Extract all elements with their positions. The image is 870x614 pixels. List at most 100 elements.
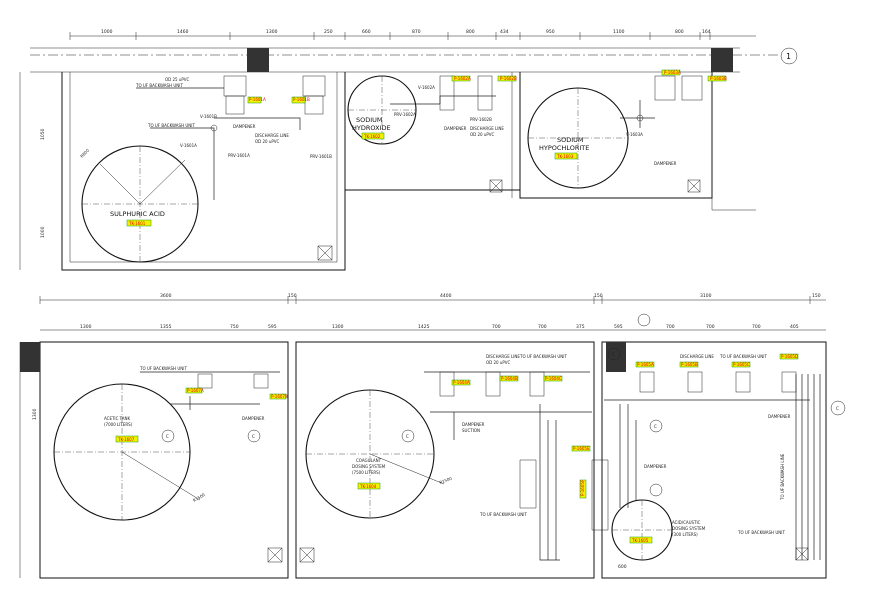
tank-name-line2: (7000 LITERS)	[104, 422, 133, 427]
bottom-piping: TO UF BACKWASH UNIT DISCHARGE LINE OD 20…	[139, 354, 821, 561]
top-piping: TO UF BACKWASH UNIT OD 25 uPVC TO UF BAC…	[135, 77, 677, 200]
dim-c: 4400	[440, 293, 452, 299]
tank-sodium-hypochlorite: SODIUM HYPOCHLORITE TK-1603	[527, 87, 629, 189]
line-label: TO UF BACKWASH LINE	[780, 453, 785, 501]
tank-name-line3: (300 LITERS)	[672, 532, 698, 537]
top-pumps: P-1601A P-1601B P-1602A P-1602B P-1603A …	[223, 69, 727, 115]
section-markers: C C C C C C	[161, 313, 846, 497]
section-mark: C	[836, 406, 839, 411]
line-label: SUCTION	[462, 428, 480, 433]
dim-11: 800	[675, 29, 684, 35]
prv-label: PRV-1601B	[310, 154, 332, 159]
dim-d: 150	[594, 293, 603, 299]
tank-radius: R1500	[439, 476, 453, 485]
line-label: DISCHARGE LINE	[486, 354, 520, 359]
dim-10: 1100	[613, 29, 625, 35]
tank-name-line1: ACID/CAUSTIC	[672, 520, 701, 525]
line-label: DISCHARGE LINE	[255, 133, 289, 138]
line-label: OD 20 uPVC	[486, 360, 511, 365]
line-label: TO UF BACKWASH UNIT	[479, 512, 527, 517]
side-dim-1: 1050	[40, 128, 46, 140]
dim-9: 950	[546, 29, 555, 35]
side-dim-2: 1000	[40, 226, 46, 238]
subdim: 1300	[80, 324, 92, 330]
section-mark: C	[252, 434, 255, 439]
subdim: 700	[706, 324, 715, 330]
tank-name-line2: DOSING SYSTEM	[352, 464, 386, 469]
grid-bubble	[780, 47, 798, 65]
tank-tag: TK-1603	[556, 154, 574, 159]
line-label: OD 25 uPVC	[165, 77, 190, 82]
pump-tag: P-1601A	[249, 97, 266, 102]
subdim: 1355	[160, 324, 172, 330]
tank-name-line2: HYDROXIDE	[352, 124, 391, 132]
dim-8: 434	[500, 29, 509, 35]
line-label: TO UF BACKWASH UNIT	[719, 354, 767, 359]
line-label: DISCHARGE LINE	[470, 126, 504, 131]
pump-tag: P-1601B	[293, 97, 310, 102]
top-dimension-row: 1000 1460 1300 250 660 870 800 434 950 1…	[69, 29, 756, 40]
side-dim: 1300	[32, 408, 38, 420]
bottom-drain-pits	[267, 547, 809, 563]
tank-name-line1: SODIUM	[557, 136, 584, 144]
subdim: 1425	[418, 324, 430, 330]
tank-name: SULPHURIC ACID	[110, 210, 165, 218]
tank-sulphuric-acid: R800 SULPHURIC ACID TK-1601	[79, 145, 199, 263]
tank-tag: TK-1601	[128, 221, 146, 226]
top-bund-walls	[19, 72, 756, 271]
pump-tag: P-1607A	[187, 388, 204, 393]
valve-label: V-1602A	[418, 85, 435, 90]
tank-name-line3: (7500 LITERS)	[352, 470, 381, 475]
column-hatch	[711, 48, 733, 72]
dim-1: 1000	[101, 29, 113, 35]
dim-7: 800	[466, 29, 475, 35]
grid-line-1: 1	[30, 47, 798, 73]
subdim: 595	[268, 324, 277, 330]
prv-label: PRV-1601A	[228, 153, 250, 158]
dim-6: 870	[412, 29, 421, 35]
pump-tag: P-1603B	[710, 76, 727, 81]
dim-e: 3100	[700, 293, 712, 299]
pump-tag: P-1605C	[733, 362, 750, 367]
subdim: 700	[752, 324, 761, 330]
pump-tag: P-1604C	[545, 376, 562, 381]
line-label: DAMPENER	[242, 416, 265, 421]
valve-label: V-1603A	[626, 132, 643, 137]
subdim: 1300	[332, 324, 344, 330]
valve-label: V-1601B	[200, 114, 217, 119]
prv-label: PRV-1602A	[394, 112, 416, 117]
bottom-bund-walls	[19, 341, 827, 579]
subdim: 700	[538, 324, 547, 330]
dim-3: 1300	[266, 29, 278, 35]
subdim: 700	[492, 324, 501, 330]
line-label: TO UF BACKWASH UNIT	[139, 366, 187, 371]
line-label: DAMPENER	[462, 422, 485, 427]
dim-f: 150	[812, 293, 821, 299]
bottom-pumps: P-1607A P-1607B P-1604A P-1604B P-1604C …	[185, 353, 799, 499]
section-mark: C	[612, 352, 615, 357]
tank-radius: R1500	[192, 492, 206, 503]
line-label: TO UF BACKWASH UNIT	[519, 354, 567, 359]
dim-b: 150	[288, 293, 297, 299]
tank-name-line1: SODIUM	[356, 116, 383, 124]
tank-name-line1: COAGULANT	[356, 458, 382, 463]
line-label: TO UF BACKWASH UNIT	[135, 83, 183, 88]
line-label: DISCHARGE LINE	[680, 354, 714, 359]
tank-acid-caustic: ACID/CAUSTIC DOSING SYSTEM (300 LITERS) …	[611, 499, 706, 561]
dim-a: 3600	[160, 293, 172, 299]
tank-tag: TK-1605	[631, 538, 649, 543]
tank-tag: TK-1607	[117, 437, 135, 442]
subdim: 700	[666, 324, 675, 330]
pump-tag: P-1604A	[453, 380, 470, 385]
tank-name-line1: ACETIC TANK	[104, 416, 131, 421]
tank-name-line2: DOSING SYSTEM	[672, 526, 706, 531]
dim-12: 164	[702, 29, 711, 35]
dim-4: 250	[324, 29, 333, 35]
subdim: 375	[576, 324, 585, 330]
tank-sodium-hydroxide: SODIUM HYDROXIDE TK-1602	[347, 75, 417, 145]
line-label: OD 20 uPVC	[255, 139, 280, 144]
subdim: 405	[790, 324, 799, 330]
dim-2: 1460	[177, 29, 189, 35]
column-hatch	[20, 342, 40, 372]
